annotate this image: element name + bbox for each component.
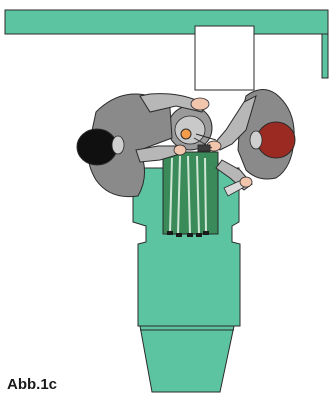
patient-face — [175, 116, 205, 144]
right-assistant-head — [257, 122, 295, 158]
instrument-tray — [195, 26, 254, 90]
lamp-arm-end — [322, 34, 328, 78]
right-assistant-hand-lower — [240, 177, 252, 187]
left-surgeon-head — [77, 129, 117, 165]
figure-caption: Abb.1c — [7, 376, 57, 394]
left-surgeon-hand-upper — [191, 98, 209, 110]
left-surgeon-hand-lower — [174, 145, 186, 155]
operating-table-foot — [140, 326, 234, 392]
ceiling-lamp-arm — [5, 10, 328, 34]
